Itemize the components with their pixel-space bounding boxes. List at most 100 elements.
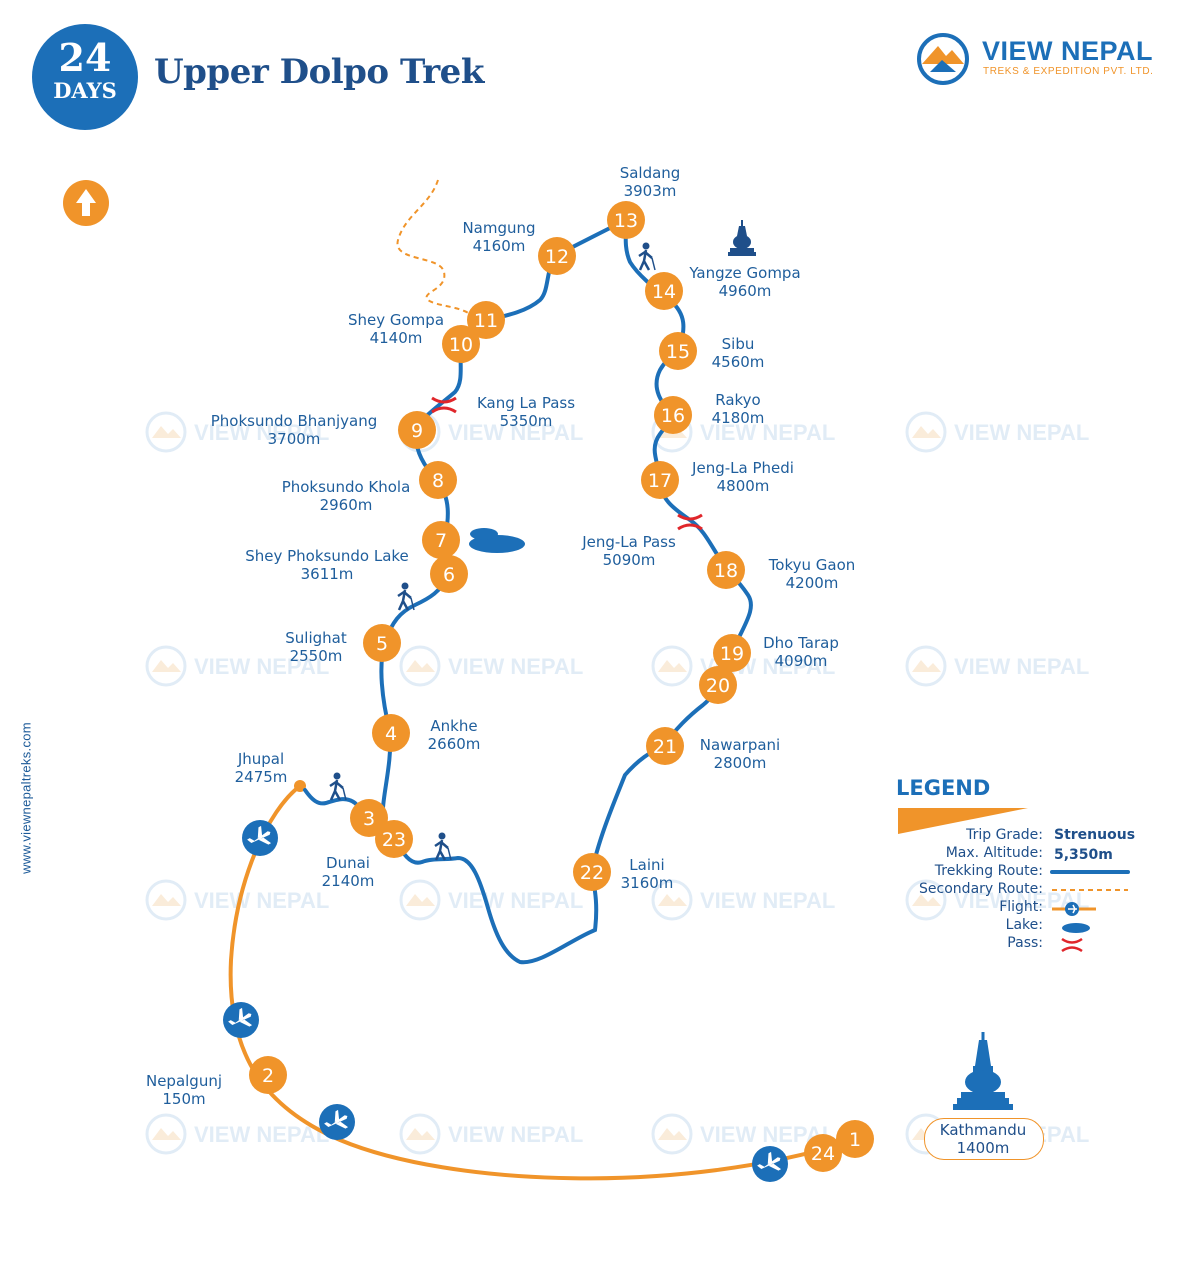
stop-marker-day-19[interactable]: 19: [713, 634, 751, 672]
svg-text:VIEW NEPAL: VIEW NEPAL: [194, 1122, 329, 1147]
page-title: Upper Dolpo Trek: [154, 52, 484, 92]
watermark: VIEW NEPAL: [145, 1113, 329, 1155]
legend-banner: [898, 808, 1028, 834]
stop-marker-day-15[interactable]: 15: [659, 332, 697, 370]
watermark: VIEW NEPAL: [145, 411, 329, 453]
legend-max-altitude-value: 5,350m: [1054, 847, 1113, 863]
stop-marker-day-22[interactable]: 22: [573, 853, 611, 891]
stop-day-number: 15: [666, 341, 690, 363]
stop-day-number: 10: [449, 334, 473, 356]
watermark: VIEW NEPAL: [145, 645, 329, 687]
airplane-icon: [319, 1104, 355, 1140]
stop-day-number: 7: [435, 530, 447, 552]
stop-marker-day-11[interactable]: 11: [467, 301, 505, 339]
stop-day-number: 18: [714, 560, 738, 582]
stop-day-number: 20: [706, 675, 730, 697]
jhupal-airport-marker: [294, 780, 306, 792]
stop-marker-day-6[interactable]: 6: [430, 555, 468, 593]
svg-text:VIEW NEPAL: VIEW NEPAL: [448, 1122, 583, 1147]
svg-text:VIEW NEPAL: VIEW NEPAL: [448, 420, 583, 445]
stop-day-number: 2: [262, 1065, 274, 1087]
legend-title: LEGEND: [896, 776, 991, 800]
stop-marker-day-8[interactable]: 8: [419, 461, 457, 499]
svg-text:VIEW NEPAL: VIEW NEPAL: [700, 888, 835, 913]
airplane-icon: [752, 1146, 788, 1182]
stop-marker-day-16[interactable]: 16: [654, 396, 692, 434]
stop-day-number: 19: [720, 643, 744, 665]
legend-max-altitude-label: Max. Altitude:: [945, 845, 1043, 861]
legend-lake-icon: [1062, 923, 1090, 933]
days-number: 24: [58, 35, 112, 80]
watermark: VIEW NEPAL: [399, 411, 583, 453]
north-arrow-icon: [63, 180, 109, 226]
legend-secondary-route-label: Secondary Route:: [919, 881, 1043, 897]
lake-icon-top: [470, 528, 498, 540]
svg-text:VIEW NEPAL: VIEW NEPAL: [448, 888, 583, 913]
stop-marker-day-24[interactable]: 24: [804, 1134, 842, 1172]
stop-day-number: 3: [363, 808, 375, 830]
legend-pass-icon: [1061, 937, 1083, 953]
stop-marker-day-4[interactable]: 4: [372, 714, 410, 752]
svg-text:VIEW NEPAL: VIEW NEPAL: [700, 420, 835, 445]
stop-day-number: 12: [545, 246, 569, 268]
flight-route: [228, 784, 856, 1181]
stop-day-number: 21: [653, 736, 677, 758]
stop-day-number: 9: [411, 420, 423, 442]
watermark: VIEW NEPAL: [651, 411, 835, 453]
stop-marker-day-7[interactable]: 7: [422, 521, 460, 559]
stupa-icon: [728, 220, 756, 256]
legend-trip-grade-value: Strenuous: [1054, 827, 1136, 843]
legend-trip-grade-label: Trip Grade:: [966, 827, 1043, 843]
stop-day-number: 6: [443, 564, 455, 586]
stop-day-number: 14: [652, 281, 676, 303]
watermark: VIEW NEPAL: [399, 645, 583, 687]
stop-day-number: 13: [614, 210, 638, 232]
watermark: VIEW NEPAL: [399, 879, 583, 921]
logo-subtitle: TREKS & EXPEDITION PVT. LTD.: [983, 66, 1154, 77]
svg-text:VIEW NEPAL: VIEW NEPAL: [194, 654, 329, 679]
stop-marker-day-21[interactable]: 21: [646, 727, 684, 765]
stop-day-number: 16: [661, 405, 685, 427]
stop-marker-day-14[interactable]: 14: [645, 272, 683, 310]
stop-marker-day-10[interactable]: 10: [442, 325, 480, 363]
svg-text:VIEW NEPAL: VIEW NEPAL: [448, 654, 583, 679]
stop-day-number: 5: [376, 633, 388, 655]
stop-marker-day-12[interactable]: 12: [538, 237, 576, 275]
watermark: VIEW NEPAL: [399, 1113, 583, 1155]
stop-day-number: 24: [811, 1143, 835, 1165]
svg-text:VIEW NEPAL: VIEW NEPAL: [954, 654, 1089, 679]
website-url[interactable]: www.viewnepaltreks.com: [18, 722, 34, 874]
stop-marker-day-17[interactable]: 17: [641, 461, 679, 499]
stop-marker-day-9[interactable]: 9: [398, 411, 436, 449]
stop-day-number: 1: [849, 1129, 861, 1151]
stop-marker-day-3[interactable]: 3: [350, 799, 388, 837]
stop-marker-day-23[interactable]: 23: [375, 820, 413, 858]
secondary-route: [396, 179, 471, 315]
stop-marker-day-13[interactable]: 13: [607, 201, 645, 239]
pass-icon: [677, 513, 703, 531]
stop-day-number: 22: [580, 862, 604, 884]
legend-flight-label: Flight:: [999, 899, 1043, 915]
stop-marker-day-18[interactable]: 18: [707, 551, 745, 589]
stop-marker-day-1[interactable]: 1: [836, 1120, 874, 1158]
stop-marker-day-2[interactable]: 2: [249, 1056, 287, 1094]
stop-marker-day-20[interactable]: 20: [699, 666, 737, 704]
legend-trekking-route-label: Trekking Route:: [934, 863, 1043, 879]
pass-icon: [431, 396, 457, 414]
stop-marker-day-5[interactable]: 5: [363, 624, 401, 662]
